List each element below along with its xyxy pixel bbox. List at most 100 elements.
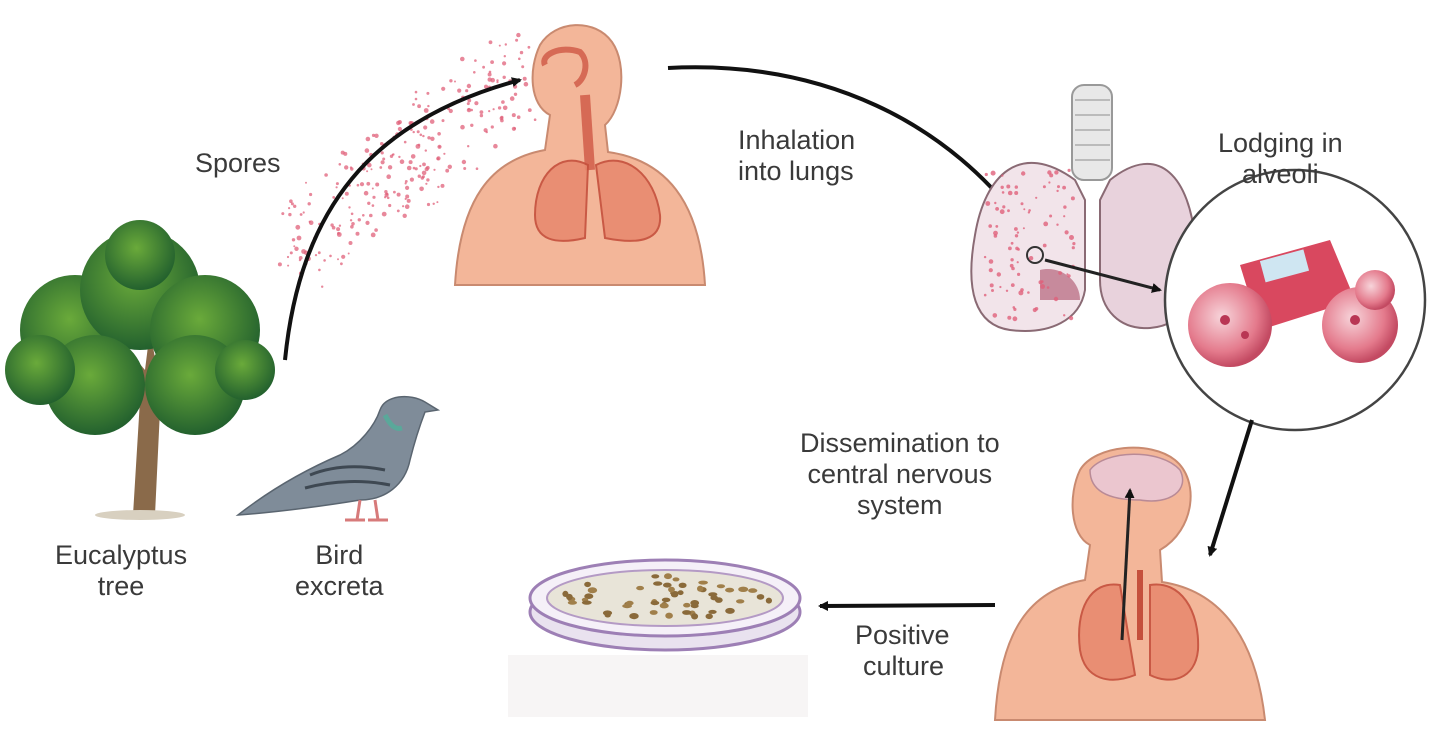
spore-dot [490,125,494,129]
culture-colony [562,590,569,598]
lung-spore-dot [1014,234,1019,238]
lung-spore-dot [988,224,992,228]
label-spores: Spores [195,148,281,178]
spore-dot [366,181,371,186]
spore-dot [432,202,435,205]
spore-dot [405,185,410,190]
spore-dot [404,182,407,185]
spore-dot [294,246,299,251]
spore-dot [523,81,529,87]
spore-dot [488,40,493,45]
lung-spore-dot [1040,284,1045,289]
spore-dot [417,104,421,109]
spore-dot [403,140,407,144]
culture-colony [672,577,680,582]
spore-dot [323,259,326,262]
spore-dot [527,45,531,49]
spore-dot [412,103,415,106]
spore-dot [429,119,435,124]
spore-dot [369,213,373,218]
spore-dot [289,251,293,255]
culture-colony [653,581,663,586]
lung-spore-dot [1056,223,1059,226]
spore-dot [298,256,303,260]
spore-dot [380,160,385,165]
spore-dot [366,170,369,173]
spore-dot [374,133,379,138]
spore-dot [367,162,372,168]
culture-colony [698,580,708,585]
spore-dot [386,196,390,200]
spore-dot [474,101,479,106]
spore-dot [337,258,339,261]
spore-dot [387,165,393,170]
spore-dot [348,241,353,245]
spore-dot [351,222,355,226]
culture-colony [661,597,671,603]
lung-spore-dot [1056,189,1059,193]
spore-dot [349,219,353,222]
spore-dot [371,187,374,190]
spore-dot [500,118,504,123]
spore-dot [433,168,436,171]
spore-dot [416,130,420,134]
lung-spore-dot [994,201,997,205]
lungs-illustration [970,84,1197,332]
lung-spore-dot [1048,181,1051,184]
culture-colony [716,584,726,589]
lung-spore-dot [1021,171,1026,176]
lung-spore-dot [1035,196,1038,199]
lung-spore-dot [1007,190,1013,196]
label-eucalyptus-tree: Eucalyptus tree [55,540,188,601]
lung-spore-dot [990,170,996,176]
lung-spore-dot [1069,316,1074,321]
spore-dot [487,72,492,77]
lung-spore-dot [1016,231,1020,234]
spore-dot [329,254,332,258]
spore-dot [402,205,405,208]
culture-colony [690,603,699,609]
arrow-lung-to-alveoli [1044,258,1162,293]
lung-spore-dot [991,289,994,292]
lung-spore-dot [984,172,988,177]
spore-dot [357,218,361,222]
spore-dot [441,119,445,123]
lung-spore-dot [1071,246,1075,250]
spore-dot [338,163,342,166]
spore-dot [516,32,521,38]
culture-colony [682,610,692,615]
lung-spore-dot [1001,174,1004,177]
lung-spore-dot [1011,266,1015,271]
lung-spore-dot [1063,205,1067,209]
culture-colony [697,585,704,592]
culture-colony [622,603,632,609]
culture-colony [629,613,639,620]
spore-dot [436,201,439,204]
spore-dot [460,124,465,130]
spore-dot [305,181,307,184]
spore-dot [412,130,415,134]
spore-dot [447,164,452,169]
spore-dot [370,232,376,238]
spore-dot [521,65,525,69]
spore-dot [287,264,290,267]
spore-dot [414,90,418,94]
spore-dot [484,84,488,89]
spore-dot [404,204,410,209]
spore-dot [288,212,292,217]
spore-dot [423,108,429,113]
spore-dot [288,207,291,210]
spore-dot [402,213,407,218]
spore-dot [425,182,428,185]
spore-dot [467,108,470,111]
spore-dot [419,186,424,192]
culture-colony [748,588,758,593]
label-dissemination: Dissemination to central nervous system [800,428,1000,520]
spore-dot [344,191,349,196]
lung-spore-dot [1062,185,1066,190]
culture-colony [678,582,687,588]
lung-spore-dot [1013,307,1017,311]
lung-spore-dot [1027,291,1030,294]
lung-spore-dot [1014,185,1018,189]
culture-colony [736,599,745,604]
